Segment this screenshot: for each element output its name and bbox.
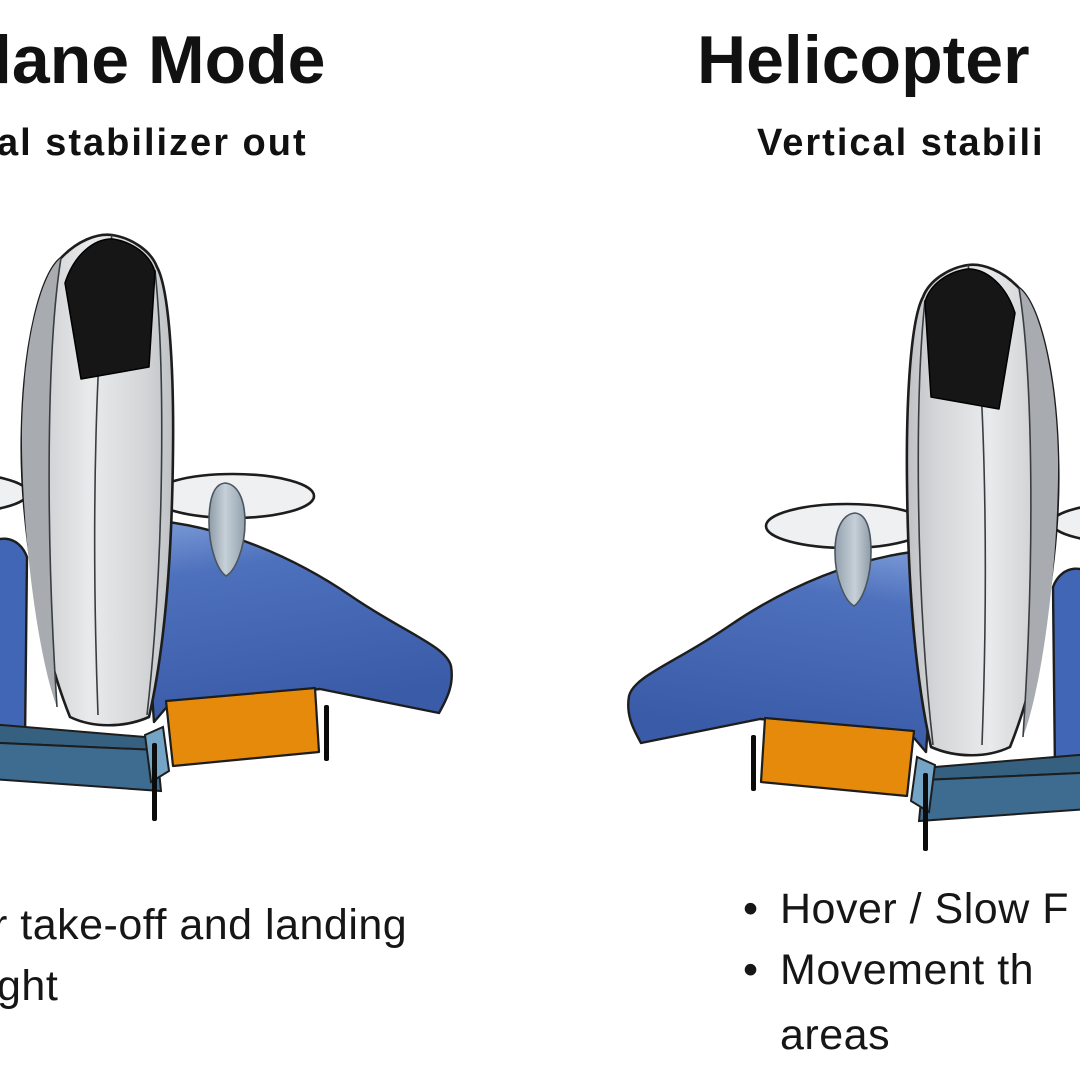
left-bullet-text: ght: [0, 962, 59, 1010]
bullet-dot: •: [743, 946, 759, 994]
right-bullet-text: Hover / Slow F: [780, 885, 1069, 933]
left-title: lane Mode: [0, 22, 326, 98]
left-bullet-line: r take-off and landing: [0, 904, 407, 947]
right-title: Helicopter: [697, 22, 1030, 98]
bullet-dot: [743, 1014, 780, 1057]
left-subtitle: al stabilizer out: [0, 122, 308, 164]
right-bullet-line: areas: [743, 1014, 890, 1057]
left-bullet-line: ght: [0, 965, 58, 1008]
helicopter-mode-drone-illustration: [626, 263, 1080, 864]
right-bullet-text: Movement th: [780, 946, 1035, 994]
right-bullet-line: • Movement th: [743, 949, 1034, 992]
right-bullet-text: areas: [780, 1011, 891, 1059]
right-bullet-line: • Hover / Slow F: [743, 888, 1069, 931]
left-bullet-text: r take-off and landing: [0, 901, 408, 949]
right-subtitle: Vertical stabili: [757, 122, 1045, 164]
plane-mode-drone-illustration: [0, 233, 454, 834]
bullet-dot: •: [743, 885, 759, 933]
